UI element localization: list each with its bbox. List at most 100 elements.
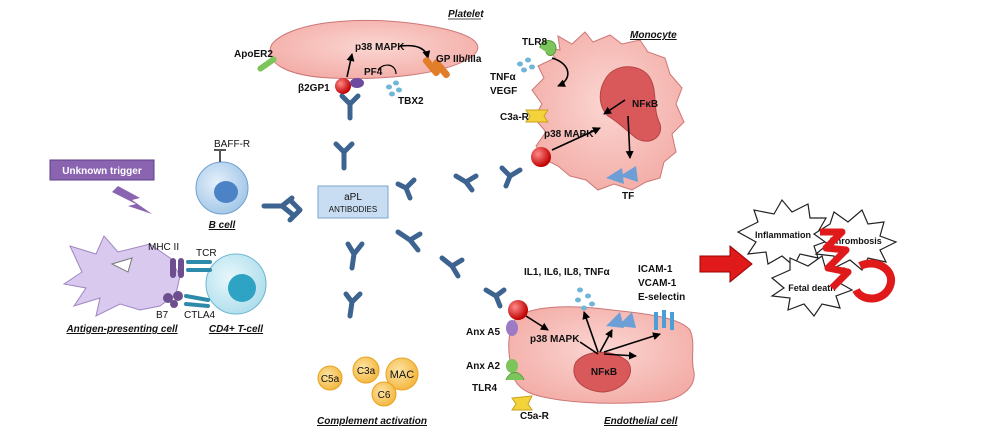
apl-antibodies-box: aPL ANTIBODIES xyxy=(317,185,389,219)
mac-label: MAC xyxy=(390,369,415,381)
monocyte: NFκB Monocyte TLR8 TNFα VEGF C3a-R p38 M… xyxy=(490,30,685,202)
endothelial-cell: NFκB IL1, IL6, IL8, TNFα ICAM-1 VCAM-1 E… xyxy=(466,264,695,427)
vegf-label: VEGF xyxy=(490,86,517,97)
center-line1: aPL xyxy=(344,192,362,203)
red-zigzag-icon xyxy=(820,228,852,291)
antibody-icon xyxy=(499,165,523,189)
antibody-icon xyxy=(395,177,417,201)
thrombosis-label: Thrombosis xyxy=(830,236,882,246)
trigger-label: Unknown trigger xyxy=(62,166,142,177)
inflammation-label: Inflammation xyxy=(755,230,811,240)
baff-r-label: BAFF-R xyxy=(214,139,250,150)
c5a-receptor-icon xyxy=(511,395,533,411)
vcam-label: VCAM-1 xyxy=(638,278,677,289)
monocyte-apl-complex-icon xyxy=(531,147,551,167)
tbx2-label: TBX2 xyxy=(398,96,424,107)
gp-iib-iiia-receptor-icon xyxy=(422,57,450,79)
eselectin-label: E-selectin xyxy=(638,292,685,303)
pf4-icon xyxy=(350,78,364,88)
icam-label: ICAM-1 xyxy=(638,264,673,275)
monocyte-nfkb-label: NFκB xyxy=(632,99,658,110)
adhesion-molecules-icon xyxy=(654,310,674,330)
antibody-icon xyxy=(483,287,507,309)
pf4-label: PF4 xyxy=(364,67,383,78)
monocyte-p38-label: p38 MAPK xyxy=(544,129,594,140)
endothelial-title: Endothelial cell xyxy=(604,416,678,427)
lightning-icon xyxy=(112,186,152,214)
c5a-icon xyxy=(317,365,343,391)
monocyte-title: Monocyte xyxy=(630,30,677,41)
antibody-icon xyxy=(339,93,361,121)
cytokines-label: IL1, IL6, IL8, TNFα xyxy=(524,267,610,278)
tlr8-label: TLR8 xyxy=(522,37,547,48)
antibody-icon xyxy=(395,229,423,253)
t-cell-title: CD4+ T-cell xyxy=(209,324,263,335)
c3a-icon xyxy=(352,356,380,384)
apc-title: Antigen-presenting cell xyxy=(65,324,177,335)
apc-body xyxy=(62,235,181,317)
cd4-t-cell: TCR CTLA4 CD4+ T-cell xyxy=(184,248,267,335)
b7-label: B7 xyxy=(156,310,169,321)
antibody-icon xyxy=(453,173,479,193)
anx-a5-icon xyxy=(506,320,518,336)
apoer2-label: ApoER2 xyxy=(234,49,273,60)
antibody-icon xyxy=(287,197,303,223)
tcr-receptor-icon xyxy=(186,260,212,272)
platelet-title: Platelet xyxy=(448,9,484,20)
platelet: Platelet ApoER2 β2GP1 PF4 p38 MAPK GP II… xyxy=(234,9,484,107)
platelet-p38-label: p38 MAPK xyxy=(355,42,405,53)
anx5-label: Anx A5 xyxy=(466,327,501,338)
endothelial-nfkb-label: NFκB xyxy=(591,367,617,378)
endothelial-apl-complex-icon xyxy=(508,300,528,320)
tlr8-receptor-icon xyxy=(539,40,557,56)
antigen-presenting-cell: MHC II B7 Antigen-presenting cell xyxy=(62,235,184,335)
c6-label: C6 xyxy=(378,390,391,401)
mac-icon xyxy=(385,357,419,391)
ctla4-label: CTLA4 xyxy=(184,310,216,321)
apoer2-receptor-icon xyxy=(257,56,277,72)
tnfa-vegf-molecules-icon xyxy=(517,57,535,73)
thrombosis-burst xyxy=(812,209,898,271)
b2gp1-complex-icon xyxy=(335,78,351,94)
c3a-receptor-icon xyxy=(525,109,549,123)
c5ar-label: C5a-R xyxy=(520,411,550,422)
antibody-icon xyxy=(333,141,355,171)
complement-title: Complement activation xyxy=(317,416,427,427)
b2gp1-label: β2GP1 xyxy=(298,83,330,94)
center-line2: ANTIBODIES xyxy=(329,205,377,214)
endothelial-p38-label: p38 MAPK xyxy=(530,334,580,345)
clinical-outcomes: Inflammation Thrombosis Fetal death xyxy=(736,198,898,318)
tissue-factor-endothelial-icon xyxy=(606,312,636,328)
b-cell-title: B cell xyxy=(209,220,236,231)
unknown-trigger: Unknown trigger xyxy=(49,159,155,214)
tbx2-molecules-icon xyxy=(386,80,402,97)
c5a-label: C5a xyxy=(321,374,340,385)
anx2-label: Anx A2 xyxy=(466,361,501,372)
c3a-label: C3a xyxy=(357,366,376,377)
mhc-ii-label: MHC II xyxy=(148,242,179,253)
tlr4-label: TLR4 xyxy=(472,383,497,394)
mhc-ii-receptor-icon xyxy=(170,258,184,278)
red-ring-icon xyxy=(852,259,896,303)
anx-a2-tlr4-icon xyxy=(505,359,525,381)
tcr-label: TCR xyxy=(196,248,217,259)
b7-receptor-icon xyxy=(163,291,183,308)
complement-activation: C5a C3a MAC C6 Complement activation xyxy=(317,356,427,427)
tf-label: TF xyxy=(622,191,634,202)
antibody-icon xyxy=(343,291,363,319)
endothelial-nucleus xyxy=(573,351,631,393)
b-cell: BAFF-R B cell xyxy=(195,139,250,231)
fetal-death-label: Fetal death xyxy=(788,283,836,293)
antibody-icon xyxy=(345,241,365,271)
c3ar-label: C3a-R xyxy=(500,112,530,123)
gp-label: GP IIb/IIIa xyxy=(436,54,482,65)
tnfa-label: TNFα xyxy=(490,72,516,83)
ctla4-receptor-icon xyxy=(184,294,210,308)
antibody-icon xyxy=(439,255,465,279)
c6-icon xyxy=(371,381,397,407)
cytokine-molecules-icon xyxy=(575,287,595,311)
outcome-arrow xyxy=(699,244,753,284)
tissue-factor-icon xyxy=(606,166,638,184)
antibody-icons xyxy=(261,93,523,319)
